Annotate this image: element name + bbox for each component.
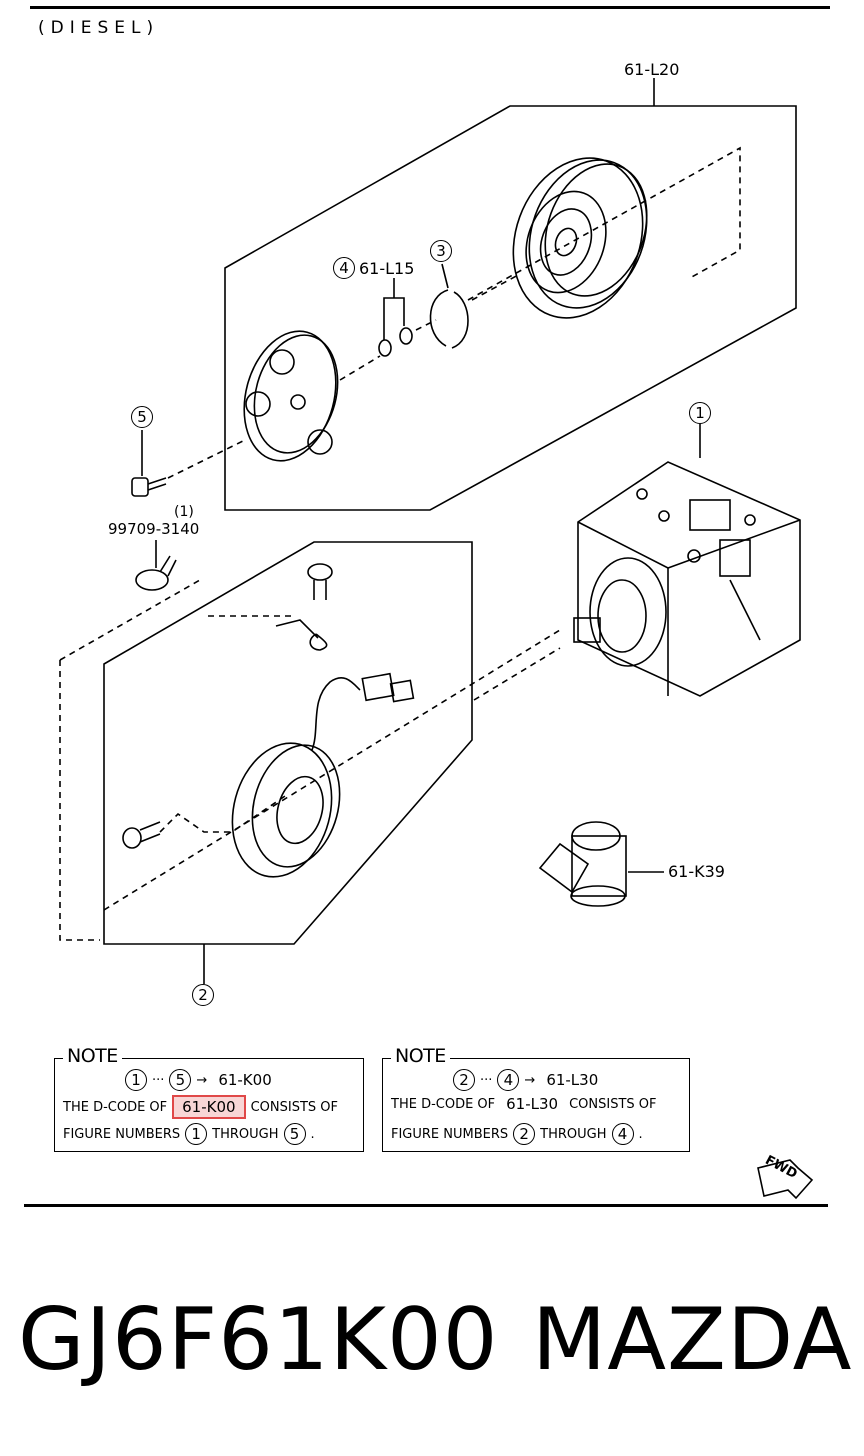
arrow-symbol: → (524, 1072, 536, 1088)
target-code: 61-L30 (546, 1071, 599, 1089)
note-text: . (310, 1126, 315, 1142)
group-outline-2 (103, 541, 473, 945)
fwd-arrow (757, 1159, 814, 1200)
note-text: FIGURE NUMBERS (391, 1126, 509, 1142)
d-code: 61-L30 (506, 1095, 559, 1113)
note-text: . (638, 1126, 643, 1142)
dashed-guide (467, 146, 741, 301)
note-title: NOTE (391, 1045, 450, 1067)
bolt-part-code: 99709-3140 (108, 520, 200, 538)
small-bolt-drawing (122, 821, 161, 849)
group-outline-61-L20 (224, 105, 797, 511)
valve-61-K39-drawing (538, 821, 627, 907)
callout-5-wrap: 5 (131, 406, 153, 428)
figure-number-3: 3 (430, 240, 452, 262)
figure-number-4: 4 (333, 257, 355, 279)
target-code: 61-K00 (218, 1071, 272, 1089)
bolt-5-drawing (131, 430, 167, 497)
screw-drawing (307, 563, 333, 600)
figure-number-1: 1 (689, 402, 711, 424)
figure-number: 5 (169, 1069, 192, 1091)
range-dots: ··· (152, 1072, 165, 1088)
figure-number: 2 (513, 1123, 536, 1145)
ground-terminal (275, 619, 328, 651)
note-box-61-L30: NOTE 2 ··· 4 → 61-L30 THE D-CODE OF 61-L… (382, 1045, 690, 1152)
note-text: THROUGH (540, 1126, 607, 1142)
figure-number: 4 (497, 1069, 520, 1091)
range-dots: ··· (480, 1072, 493, 1088)
figure-number: 5 (283, 1123, 306, 1145)
armature-plate-drawing (243, 330, 339, 462)
part-number: GJ6F61K00 (18, 1290, 499, 1390)
figure-number: 2 (453, 1069, 475, 1091)
figure-number-5: 5 (131, 406, 153, 428)
callout-4-61-L15: 4 61-L15 (333, 257, 414, 279)
figure-number: 4 (611, 1123, 634, 1145)
clamp-drawing (135, 555, 177, 591)
note-title: NOTE (63, 1045, 122, 1067)
engine-type-header: (DIESEL) (38, 18, 160, 38)
top-rule (30, 6, 830, 9)
note-text: CONSISTS OF (250, 1099, 338, 1115)
shim-1 (378, 339, 392, 357)
arrow-symbol: → (196, 1072, 208, 1088)
callout-61-L15: 61-L15 (359, 258, 415, 278)
note-text: CONSISTS OF (569, 1096, 657, 1112)
figure-number-2: 2 (192, 984, 214, 1006)
callout-61-L20: 61-L20 (624, 60, 680, 79)
bottom-rule (24, 1204, 828, 1207)
figure-number: 1 (185, 1123, 208, 1145)
snap-ring (429, 289, 469, 349)
compressor-drawing (573, 461, 801, 697)
note-text: THROUGH (212, 1126, 279, 1142)
note-text: FIGURE NUMBERS (63, 1126, 181, 1142)
highlighted-d-code: 61-K00 (172, 1095, 246, 1119)
note-box-61-K00: NOTE 1 ··· 5 → 61-K00 THE D-CODE OF 61-K… (54, 1045, 364, 1152)
callout-3-wrap: 3 (430, 240, 452, 262)
callout-2-wrap: 2 (192, 984, 214, 1006)
brand-name: MAZDA (532, 1290, 853, 1390)
pulley-drawing (512, 157, 648, 319)
bolt-quantity: (1) (174, 504, 194, 520)
note-text: THE D-CODE OF (63, 1099, 168, 1115)
figure-number: 1 (125, 1069, 147, 1091)
field-coil-drawing (231, 742, 341, 878)
callout-1-wrap: 1 (689, 402, 711, 424)
shim-2 (399, 327, 413, 345)
callout-61-K39: 61-K39 (668, 862, 725, 881)
note-text: THE D-CODE OF (391, 1096, 496, 1112)
